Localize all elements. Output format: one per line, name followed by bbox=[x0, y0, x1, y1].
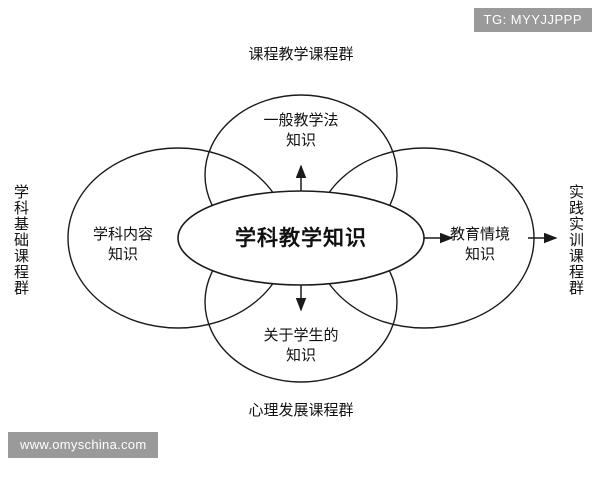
outer-label-right: 实践实训课程群 bbox=[567, 184, 585, 296]
outer-label-bottom: 心理发展课程群 bbox=[248, 401, 354, 419]
outer-label-top: 课程教学课程群 bbox=[248, 45, 354, 63]
tg-badge: TG: MYYJJPPP bbox=[473, 8, 592, 32]
inner-label-bottom: 关于学生的 知识 bbox=[263, 326, 339, 364]
watermark: www.omyschina.com bbox=[8, 432, 159, 458]
outer-label-left: 学科基础课程群 bbox=[12, 184, 30, 296]
inner-label-top: 一般教学法 知识 bbox=[263, 111, 339, 149]
inner-label-left: 学科内容 知识 bbox=[92, 225, 153, 263]
center-label: 学科教学知识 bbox=[235, 226, 367, 250]
inner-label-right: 教育情境 知识 bbox=[449, 225, 510, 263]
